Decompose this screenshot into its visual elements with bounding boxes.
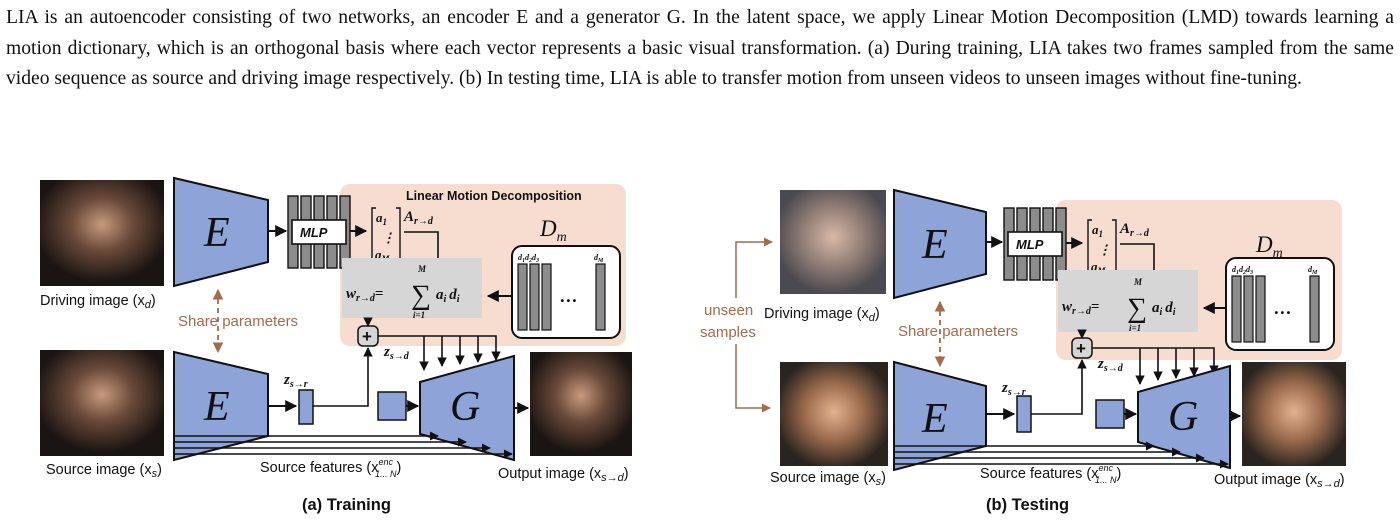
generator-b	[1137, 364, 1231, 470]
dm-columns-b: …	[1231, 275, 1320, 343]
dm-columns: …	[517, 263, 606, 331]
driving-image-label: Driving image (xd)	[40, 293, 156, 311]
subtitle-testing: (b) Testing	[986, 496, 1069, 514]
dm-label: Dm	[539, 216, 567, 245]
svg-text:+: +	[362, 327, 372, 346]
diagram-training: Linear Motion Decomposition Driving imag…	[40, 176, 632, 514]
source-image-b	[780, 362, 888, 466]
svg-text:M: M	[417, 264, 427, 274]
svg-text:zs→r: zs→r	[1001, 380, 1026, 398]
output-image-b	[1242, 362, 1346, 466]
encoder-top-letter-b: E	[921, 222, 948, 268]
svg-text:+: +	[1076, 339, 1086, 358]
generator-letter-b: G	[1168, 394, 1198, 440]
svg-text:Ar→d: Ar→d	[403, 209, 434, 227]
encoder-top-letter: E	[203, 210, 230, 256]
output-image-label-b: Output image (xs→d)	[1214, 472, 1345, 490]
sum-panel	[342, 258, 482, 318]
svg-text:zs→r: zs→r	[283, 372, 308, 390]
subtitle-training: (a) Training	[302, 496, 391, 514]
constant-block-b	[1095, 399, 1125, 429]
unseen-label-line2: samples	[700, 324, 756, 341]
z-sr-block	[298, 389, 314, 425]
svg-text:i=1: i=1	[1129, 323, 1141, 333]
source-image-label-b: Source image (xs)	[770, 470, 886, 488]
svg-text:dM: dM	[1308, 265, 1318, 276]
svg-text:⋮: ⋮	[1098, 242, 1111, 257]
z-sr-block-b	[1016, 395, 1032, 433]
svg-text:i=1: i=1	[413, 310, 425, 320]
mlp-block: MLP	[287, 195, 351, 269]
figure-caption: LIA is an autoencoder consisting of two …	[6, 7, 1394, 89]
svg-text:∑: ∑	[1127, 293, 1147, 324]
svg-text:MLP: MLP	[1016, 237, 1044, 252]
svg-text:…: …	[1274, 298, 1292, 318]
svg-text:zs→d: zs→d	[383, 344, 410, 362]
svg-text:M: M	[1133, 277, 1143, 287]
lmd-title: Linear Motion Decomposition	[406, 189, 582, 203]
svg-text:⋮: ⋮	[382, 230, 395, 245]
svg-text:Ar→d: Ar→d	[1119, 221, 1150, 239]
output-image-label: Output image (xs→d)	[498, 466, 629, 484]
svg-text:wr→d=: wr→d=	[1062, 299, 1099, 317]
source-image	[40, 350, 164, 456]
svg-text:dM: dM	[594, 253, 604, 264]
output-image	[530, 352, 632, 456]
svg-text:a1: a1	[1092, 222, 1103, 239]
svg-text:d1d2d3: d1d2d3	[1232, 265, 1253, 276]
encoder-bottom-letter: E	[203, 384, 230, 430]
svg-text:MLP: MLP	[300, 225, 328, 240]
svg-text:wr→d=: wr→d=	[346, 286, 383, 304]
svg-text:∑: ∑	[411, 280, 431, 311]
share-parameters-label: Share parameters	[178, 313, 298, 330]
encoder-bottom-letter-b: E	[921, 396, 948, 442]
mlp-block-b: MLP	[1003, 207, 1067, 281]
generator-letter: G	[450, 384, 480, 430]
unseen-label-line1: unseen	[704, 302, 753, 319]
diagram-testing: unseen samples Driving image (xd) E MLP …	[700, 188, 1346, 514]
svg-text:d1d2d3: d1d2d3	[518, 253, 539, 264]
driving-image	[40, 180, 164, 286]
source-image-label: Source image (xs)	[46, 462, 162, 480]
sum-panel-b	[1058, 270, 1198, 332]
driving-image-b	[780, 190, 886, 294]
encoder-top	[173, 176, 269, 288]
svg-text:zs→d: zs→d	[1097, 356, 1124, 374]
dm-label-b: Dm	[1255, 232, 1283, 261]
constant-block	[377, 391, 407, 421]
svg-text:a1: a1	[376, 210, 387, 227]
share-parameters-label-b: Share parameters	[898, 323, 1018, 340]
svg-text:…: …	[560, 286, 578, 306]
driving-image-label-b: Driving image (xd)	[764, 306, 880, 324]
encoder-top-b	[893, 188, 987, 300]
generator	[419, 354, 515, 462]
